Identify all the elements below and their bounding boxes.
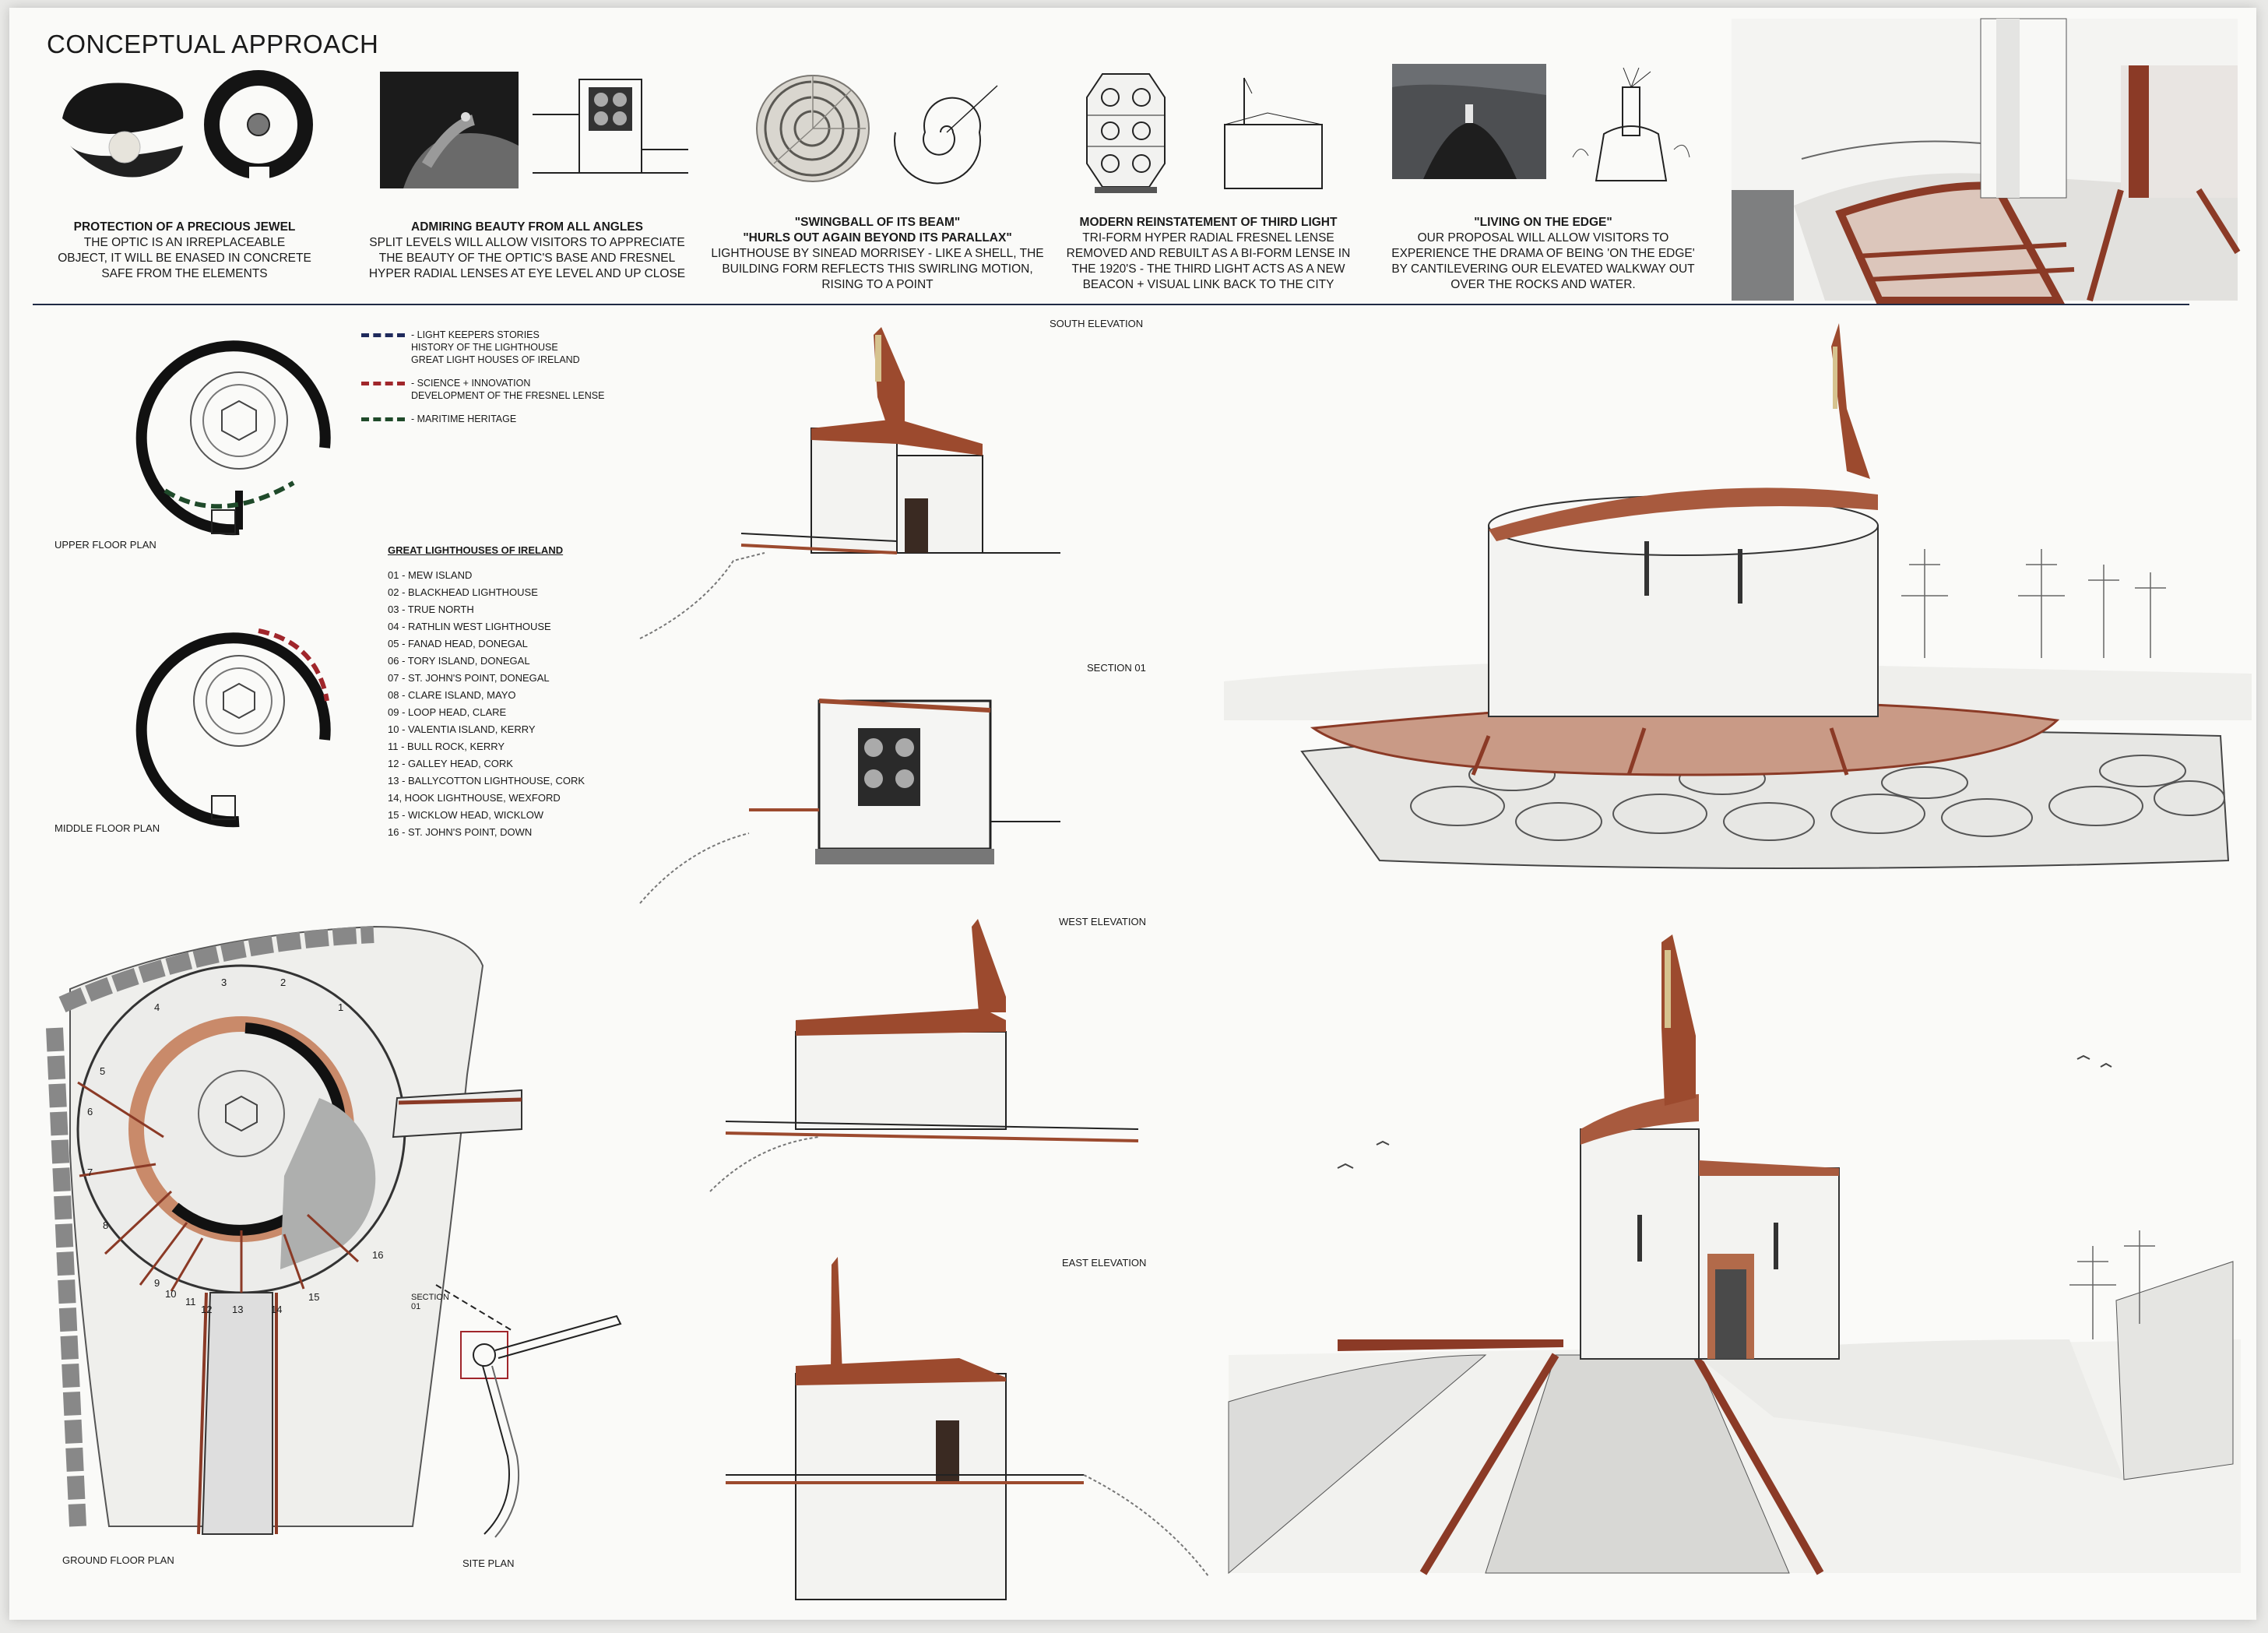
list-item: 12 - GALLEY HEAD, CORK bbox=[388, 758, 513, 769]
upper-floor-plan bbox=[135, 340, 331, 536]
concept-2-caption: ADMIRING BEAUTY FROM ALL ANGLES SPLIT LE… bbox=[368, 220, 686, 280]
site-plan-label: SITE PLAN bbox=[462, 1557, 515, 1569]
south-elevation-drawing bbox=[639, 327, 1060, 639]
east-elevation-drawing bbox=[726, 1257, 1209, 1600]
board-title: CONCEPTUAL APPROACH bbox=[47, 30, 379, 58]
room-number-9: 9 bbox=[154, 1277, 160, 1289]
room-number-3: 3 bbox=[221, 977, 227, 988]
concept-4-caption: MODERN REINSTATEMENT OF THIRD LIGHT TRI-… bbox=[1066, 216, 1351, 291]
street-level-perspective-render bbox=[1228, 934, 2241, 1575]
room-number-4: 4 bbox=[154, 1001, 160, 1013]
middle-floor-plan-label: MIDDLE FLOOR PLAN bbox=[55, 822, 160, 834]
list-item: 10 - VALENTIA ISLAND, KERRY bbox=[388, 723, 536, 735]
upper-floor-plan-label: UPPER FLOOR PLAN bbox=[55, 539, 156, 551]
room-number-13: 13 bbox=[232, 1304, 244, 1315]
great-lighthouses-list: GREAT LIGHTHOUSES OF IRELAND 01 - MEW IS… bbox=[388, 542, 668, 841]
list-item: 06 - TORY ISLAND, DONEGAL bbox=[388, 655, 530, 667]
list-item: 11 - BULL ROCK, KERRY bbox=[388, 741, 505, 752]
south-elevation-label: SOUTH ELEVATION bbox=[1050, 318, 1144, 329]
room-number-2: 2 bbox=[280, 977, 287, 988]
west-elevation-drawing bbox=[709, 919, 1139, 1192]
legend-item-maritime: - MARITIME HERITAGE bbox=[361, 413, 657, 425]
fresnel-lens-sketch bbox=[1086, 73, 1166, 193]
west-elevation-label: WEST ELEVATION bbox=[1059, 916, 1146, 927]
room-number-16: 16 bbox=[372, 1249, 384, 1261]
ground-floor-plan-label: GROUND FLOOR PLAN bbox=[62, 1554, 174, 1566]
room-number-5: 5 bbox=[100, 1065, 106, 1077]
room-number-1: 1 bbox=[338, 1001, 344, 1013]
walkway-perspective-render bbox=[1732, 18, 2241, 304]
list-item: 16 - ST. JOHN's POINT, DOWN bbox=[388, 826, 533, 838]
split-level-section-sketch bbox=[533, 79, 688, 174]
list-item: 09 - LOOP HEAD, CLARE bbox=[388, 706, 507, 718]
list-item: 03 - TRUE NORTH bbox=[388, 604, 474, 615]
list-item: 08 - CLARE ISLAND, MAYO bbox=[388, 689, 516, 701]
list-item: 07 - ST. JOHN's POINT, DONEGAL bbox=[388, 672, 550, 684]
ground-floor-plan bbox=[46, 925, 522, 1535]
room-number-7: 7 bbox=[87, 1167, 93, 1178]
list-item: 15 - WICKLOW HEAD, WICKLOW bbox=[388, 809, 544, 821]
list-item: 04 - RATHLIN WEST LIGHTHOUSE bbox=[388, 621, 551, 632]
section-01-label: SECTION 01 bbox=[1087, 662, 1146, 674]
concept-3-caption: "SWINGBALL OF ITS BEAM" "HURLS OUT AGAIN… bbox=[711, 216, 1044, 291]
edge-illustration-sketch bbox=[1572, 67, 1690, 181]
list-item: 02 - BLACKHEAD LIGHTHOUSE bbox=[388, 586, 538, 598]
east-elevation-label: EAST ELEVATION bbox=[1062, 1257, 1147, 1269]
room-number-6: 6 bbox=[87, 1106, 93, 1117]
list-item: 01 - MEW ISLAND bbox=[388, 569, 473, 581]
room-number-15: 15 bbox=[308, 1291, 320, 1303]
section-divider-rule bbox=[33, 304, 2189, 305]
list-item: 13 - BALLYCOTTON LIGHTHOUSE, CORK bbox=[388, 775, 585, 787]
third-light-massing-sketch bbox=[1224, 77, 1323, 189]
room-number-11: 11 bbox=[185, 1296, 196, 1307]
section-01-marker: SECTION 01 bbox=[411, 1293, 449, 1311]
middle-floor-plan bbox=[135, 628, 331, 828]
spiral-diagram bbox=[894, 85, 998, 185]
list-heading: GREAT LIGHTHOUSES OF IRELAND bbox=[388, 544, 564, 556]
room-number-14: 14 bbox=[271, 1304, 283, 1315]
room-number-12: 12 bbox=[201, 1304, 213, 1315]
list-item: 14, HOOK LIGHTHOUSE, WEXFORD bbox=[388, 792, 561, 804]
sea-rock-lighthouse-photo bbox=[1392, 64, 1546, 179]
hand-holding-lens-photo bbox=[380, 72, 519, 188]
aerial-perspective-render bbox=[1224, 323, 2252, 869]
concept-5-caption: "LIVING ON THE EDGE" OUR PROPOSAL WILL A… bbox=[1391, 216, 1695, 291]
list-item: 05 - FANAD HEAD, DONEGAL bbox=[388, 638, 528, 649]
nautilus-shell-image bbox=[756, 75, 870, 182]
encased-optic-diagram bbox=[204, 70, 313, 182]
section-01-drawing bbox=[639, 699, 1060, 904]
room-number-8: 8 bbox=[103, 1219, 109, 1231]
site-plan bbox=[460, 1314, 622, 1538]
room-number-10: 10 bbox=[165, 1288, 177, 1300]
concept-1-caption: PROTECTION OF A PRECIOUS JEWEL THE OPTIC… bbox=[58, 220, 311, 280]
presentation-board: CONCEPTUAL APPROACH PROTECTION OF A PREC… bbox=[9, 8, 2256, 1620]
oyster-pearl-image bbox=[62, 83, 184, 178]
